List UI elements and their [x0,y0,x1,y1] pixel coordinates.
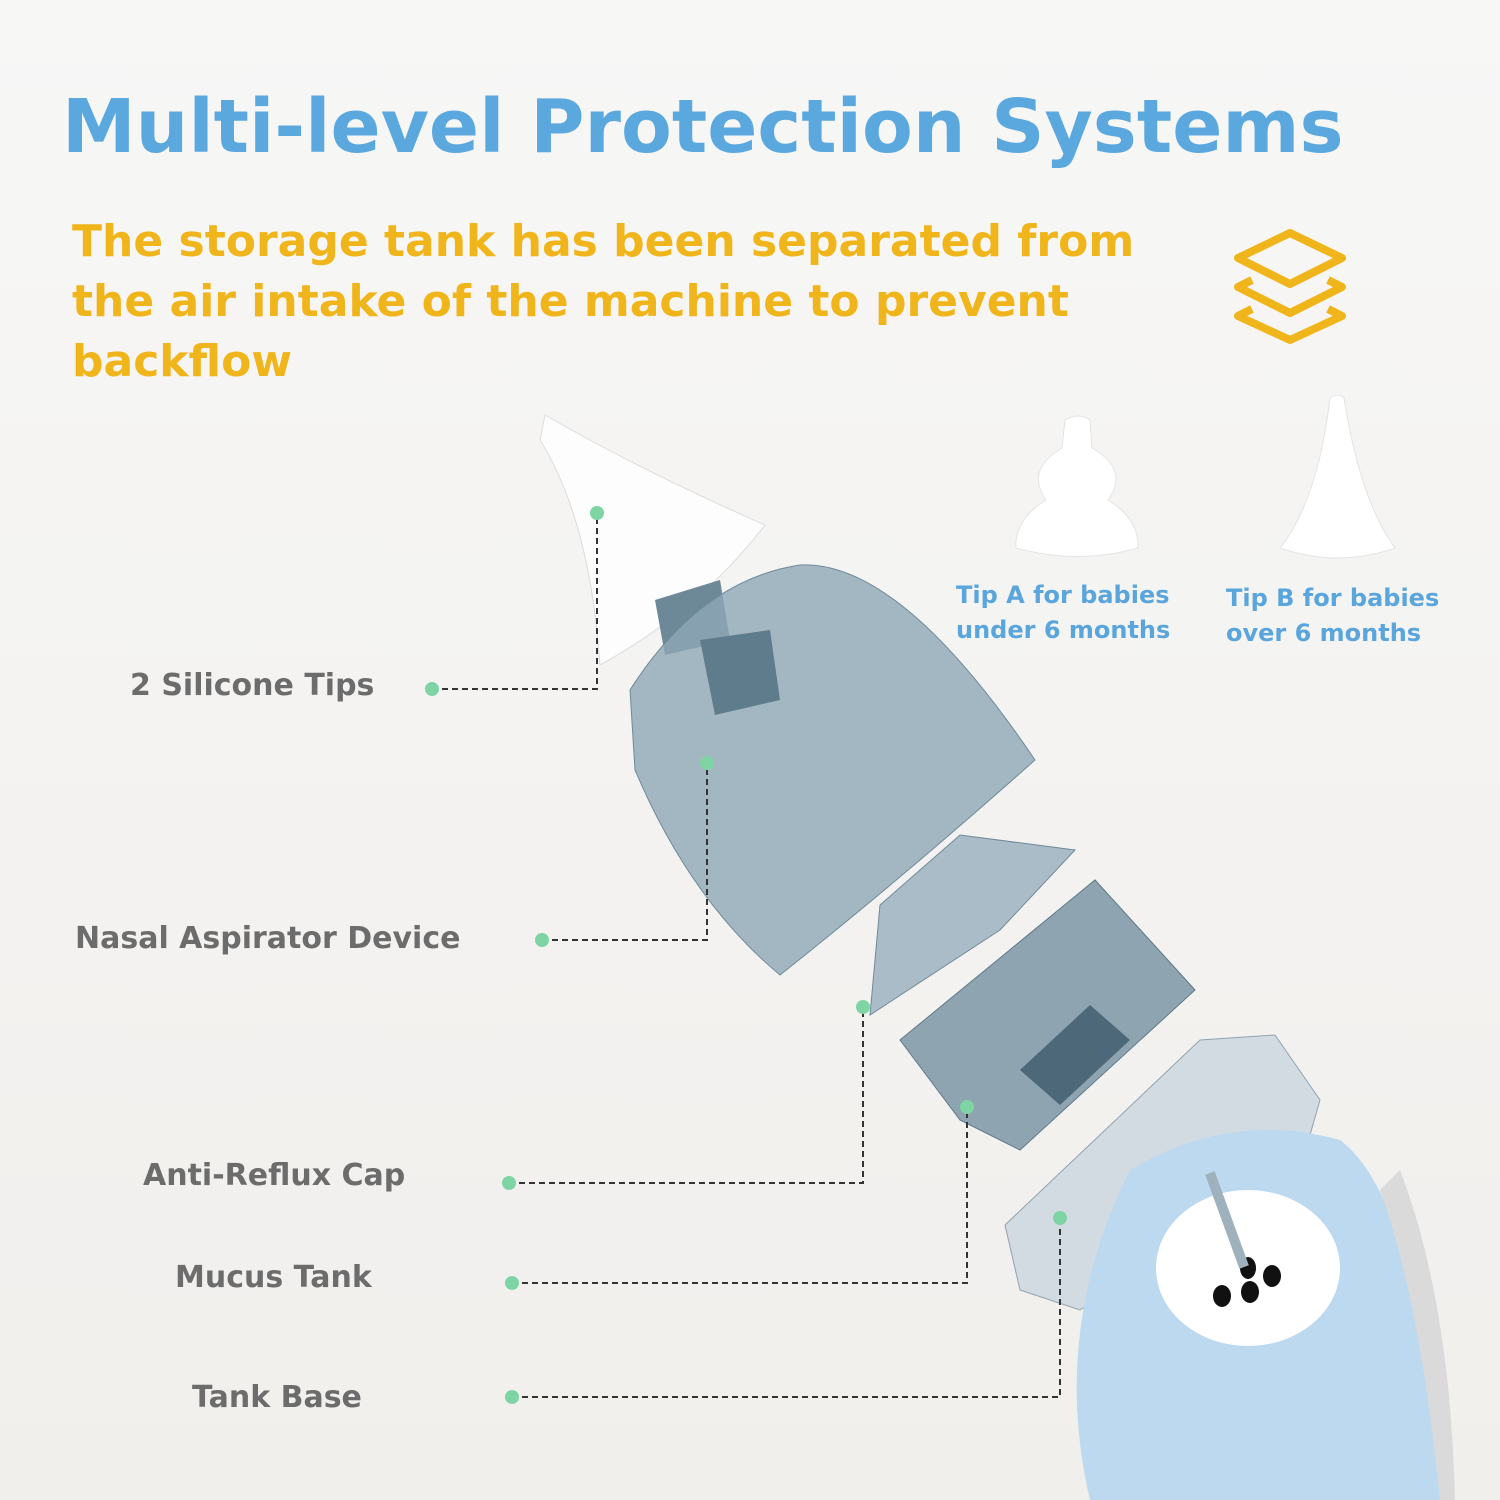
part-label-anti-reflux-cap: Anti-Reflux Cap [143,1158,406,1193]
layers-icon [1234,229,1346,344]
page-title: Multi-level Protection Systems [62,84,1344,170]
part-label-tank-base: Tank Base [192,1380,362,1415]
tip-a-label: Tip A for babies under 6 months [956,578,1170,648]
part-label-nasal-aspirator: Nasal Aspirator Device [75,921,461,956]
tip-a-label-line2: under 6 months [956,616,1171,644]
tip-b-label-line2: over 6 months [1226,619,1422,647]
aspirator-shell [629,564,1036,976]
tip-b-label: Tip B for babies over 6 months [1226,581,1439,651]
tip-b-label-line1: Tip B for babies [1226,584,1440,612]
tip-b-image [1279,394,1396,559]
subtitle: The storage tank has been separated from… [72,216,1135,387]
tip-a-image [1015,415,1139,557]
part-label-silicone-tips: 2 Silicone Tips [130,668,375,703]
callout-dots [425,506,1067,1404]
mucus-tank [899,879,1196,1151]
tip-a-label-line1: Tip A for babies [956,581,1170,609]
callout-lines [432,513,1061,1398]
device-body [1076,1130,1455,1500]
anti-reflux-cap [869,834,1077,1016]
part-label-mucus-tank: Mucus Tank [175,1260,372,1295]
